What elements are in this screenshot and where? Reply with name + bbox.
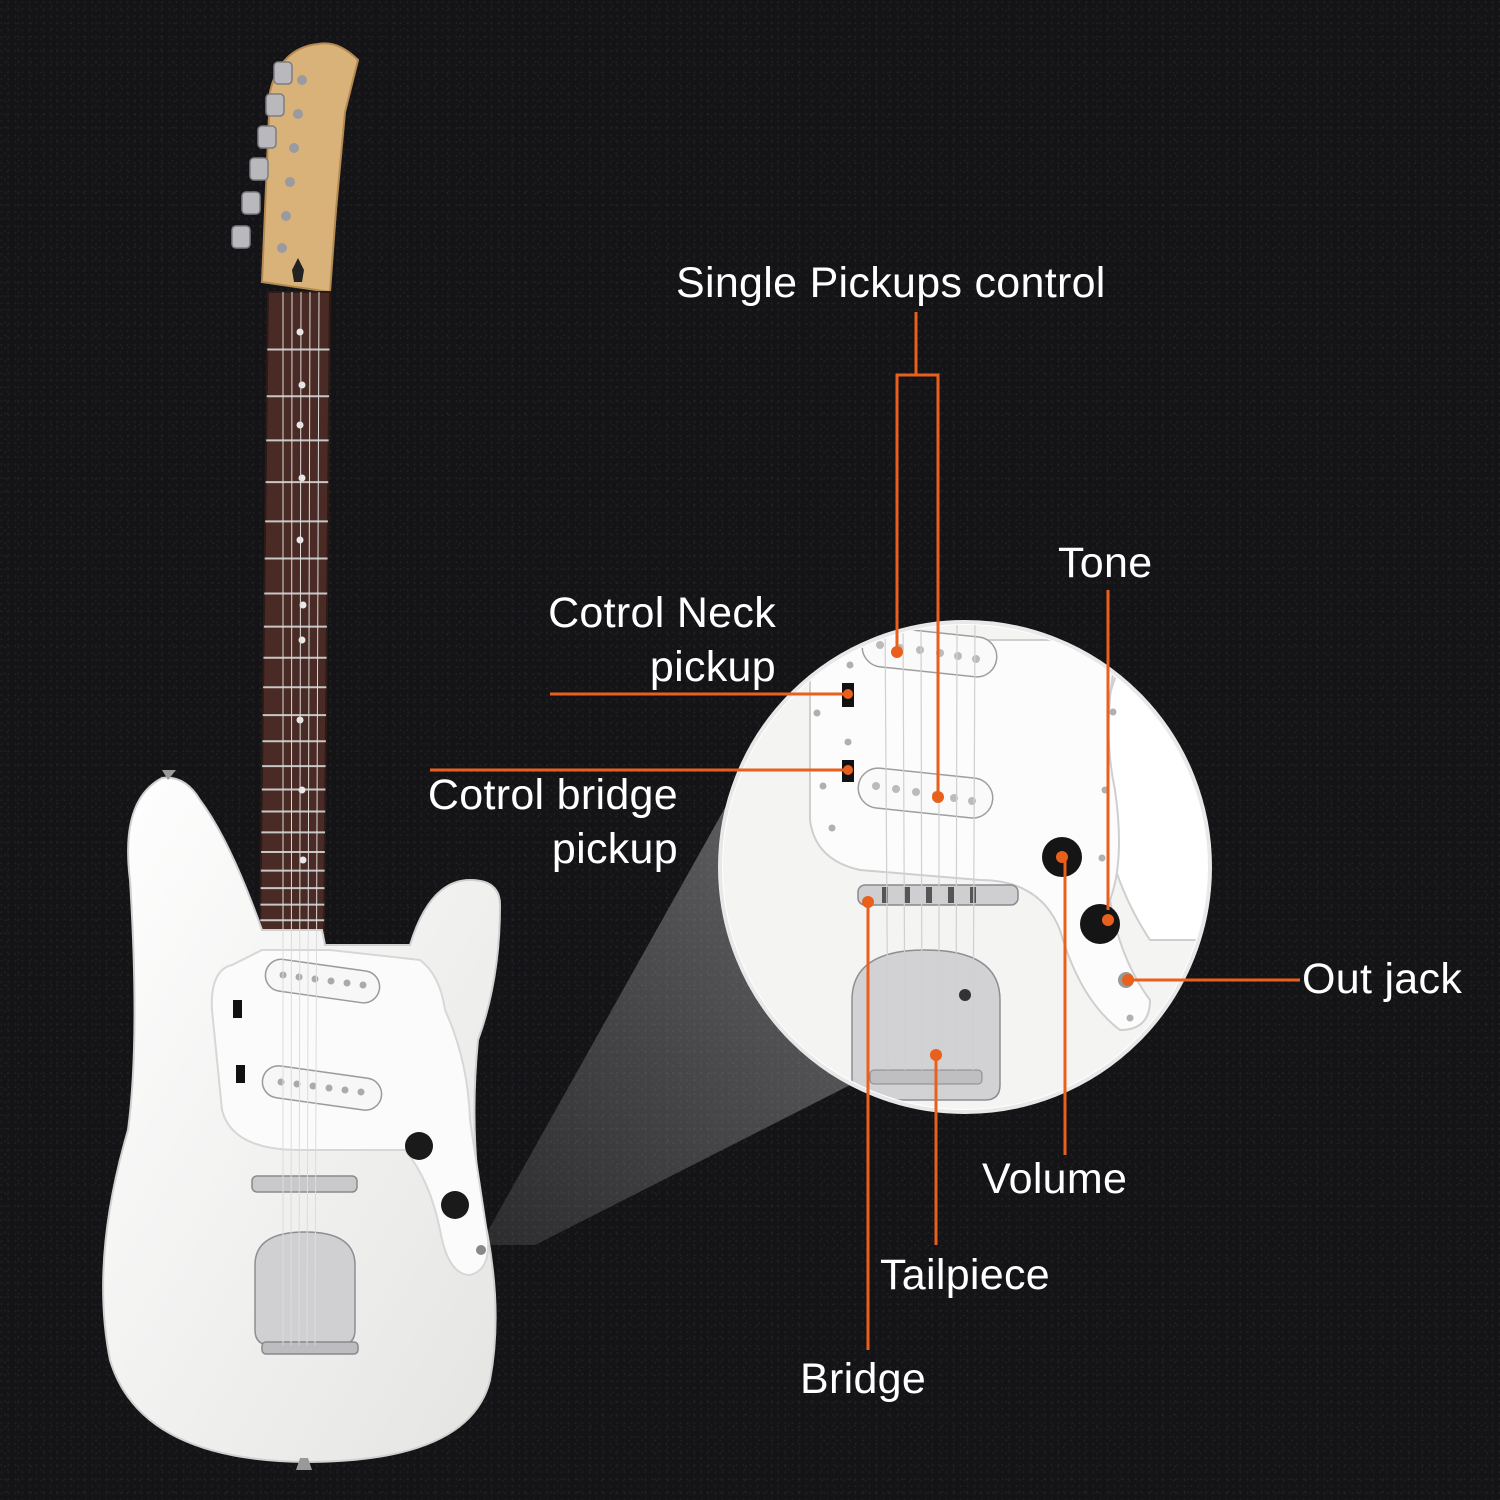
neck-pickup-switch bbox=[233, 1000, 242, 1018]
pickguard bbox=[210, 949, 490, 1277]
label-tailpiece: Tailpiece bbox=[880, 1251, 1051, 1299]
label-control-neck-line1: Cotrol Neck bbox=[548, 589, 776, 637]
label-control-bridge-line1: Cotrol bridge bbox=[427, 771, 678, 819]
label-bridge: Bridge bbox=[800, 1355, 927, 1403]
fret-marker bbox=[296, 536, 304, 544]
headstock bbox=[231, 42, 360, 294]
fret-marker bbox=[298, 474, 306, 482]
label-control-bridge-line2: pickup bbox=[551, 825, 678, 873]
tailpiece bbox=[254, 1231, 356, 1346]
label-control-neck-line2: pickup bbox=[649, 643, 776, 691]
pickups bbox=[261, 958, 383, 1111]
strings bbox=[282, 291, 320, 1346]
label-volume: Volume bbox=[982, 1155, 1128, 1203]
fret-marker bbox=[299, 601, 307, 609]
callout-lines bbox=[430, 312, 1300, 1350]
neck bbox=[258, 291, 332, 941]
fret-marker bbox=[299, 856, 307, 864]
fret-marker bbox=[296, 421, 304, 429]
callout-dots bbox=[843, 646, 1134, 1061]
volume-knob bbox=[405, 1132, 433, 1160]
label-tone: Tone bbox=[1058, 539, 1153, 587]
output-jack bbox=[476, 1245, 486, 1255]
label-single-pickups-control: Single Pickups control bbox=[676, 259, 1106, 307]
fret-marker bbox=[298, 381, 306, 389]
tuning-pegs bbox=[231, 61, 293, 249]
fret-marker bbox=[298, 636, 306, 644]
bridge-pickup-switch bbox=[236, 1065, 245, 1083]
bridge-saddles bbox=[251, 1175, 358, 1193]
fret-marker bbox=[296, 328, 304, 336]
tone-knob bbox=[441, 1191, 469, 1219]
label-out-jack: Out jack bbox=[1302, 955, 1463, 1003]
